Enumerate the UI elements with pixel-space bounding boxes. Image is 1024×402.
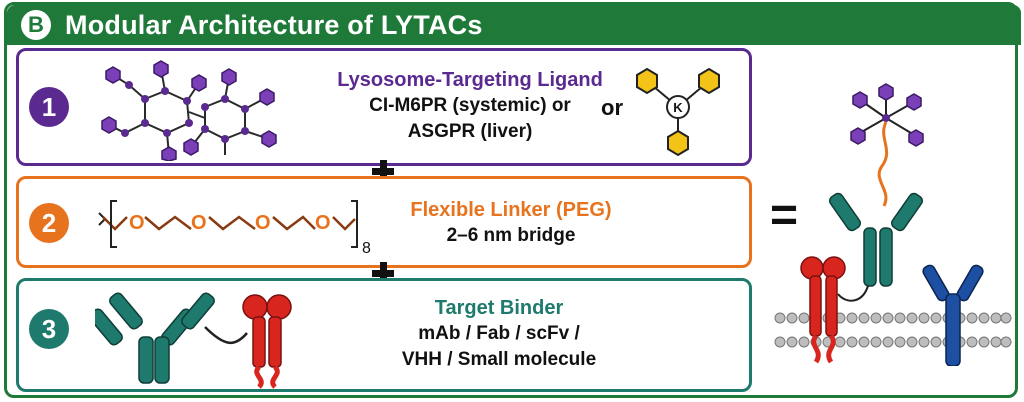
panel-lysosome-ligand: 1 [16,48,752,166]
binder-line-1: mAb / Fab / scFv / [418,323,580,344]
step-number-2: 2 [29,203,69,243]
peg-repeat-count: 8 [362,240,371,257]
linker-length: 2–6 nm bridge [446,225,576,246]
peg-linker-icon: O O O O 8 [98,200,371,257]
panel-linker: 2 O O O O 8 Flexible Linker (PEG) 2–6 nm… [16,176,752,268]
figure-title: Modular Architecture of LYTACs [65,10,483,40]
binder-title: Target Binder [434,297,564,319]
linker-title: Flexible Linker (PEG) [410,199,612,221]
binder-line-2: VHH / Small molecule [401,349,597,370]
k-core-label: K [673,100,683,115]
peg-oxygen-2: O [191,212,207,234]
peg-oxygen-4: O [315,212,331,234]
figure-header: B Modular Architecture of LYTACs [7,5,1021,45]
trivalent-ligand-icon: K [636,67,720,157]
peg-oxygen-3: O [255,212,271,234]
ligand-line-1: CI-M6PR (systemic) or [369,95,571,116]
panel-target-binder: 3 Target Binder mAb / Fab / scFv / VHH /… [16,278,752,392]
panel-badge: B [21,10,51,40]
glycan-cluster-icon [101,60,277,161]
antibody-binding-target-icon [95,292,292,389]
equals-sign: = [770,189,799,242]
or-label: or [601,95,623,120]
peg-oxygen-1: O [129,212,145,234]
plus-icon [372,160,394,182]
ligand-line-2: ASGPR (liver) [407,121,533,142]
ligand-title: Lysosome-Targeting Ligand [337,69,603,91]
step-number-1: 1 [29,87,69,127]
step-number-3: 3 [29,309,69,349]
assembled-lytac-membrane-icon [774,83,1012,366]
plus-icon [372,262,394,284]
